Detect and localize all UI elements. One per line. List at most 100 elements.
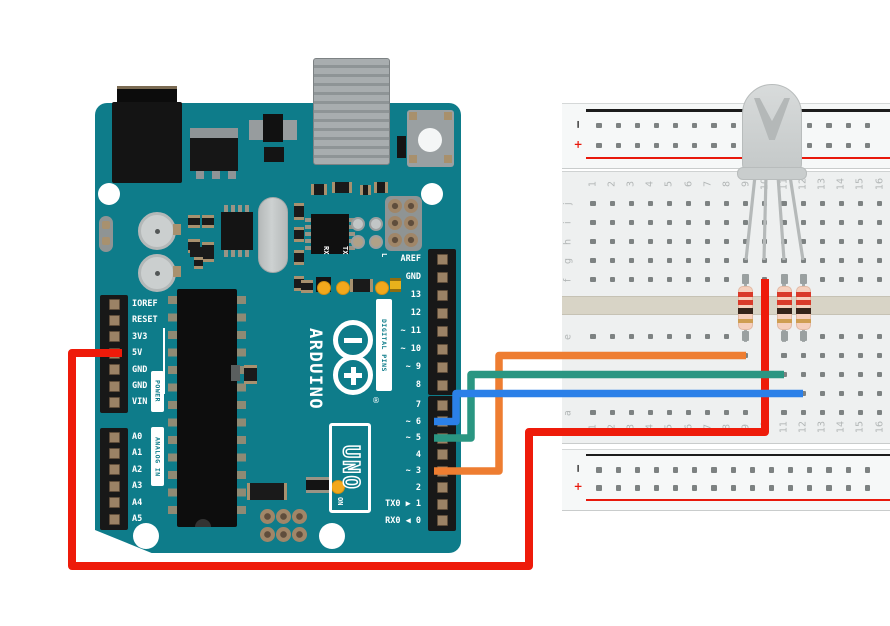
breadboard-hole[interactable]: [876, 390, 883, 397]
rail-hole[interactable]: [634, 122, 640, 129]
breadboard-hole[interactable]: [628, 238, 634, 245]
breadboard-hole[interactable]: [666, 219, 672, 226]
breadboard-hole[interactable]: [838, 276, 844, 283]
breadboard-hole[interactable]: [819, 333, 825, 340]
breadboard-hole[interactable]: [819, 390, 825, 397]
breadboard-hole[interactable]: [857, 390, 863, 397]
rail-hole[interactable]: [768, 485, 774, 491]
rail-hole[interactable]: [653, 122, 659, 129]
breadboard-hole[interactable]: [876, 352, 883, 359]
rail-hole[interactable]: [845, 467, 851, 473]
breadboard-hole[interactable]: [857, 333, 863, 340]
breadboard-hole[interactable]: [590, 200, 596, 207]
breadboard-hole[interactable]: [781, 219, 787, 226]
breadboard-hole[interactable]: [800, 200, 806, 207]
breadboard-hole[interactable]: [819, 219, 825, 226]
reset-button-cap[interactable]: [418, 128, 442, 152]
rail-hole[interactable]: [806, 142, 813, 149]
rail-hole[interactable]: [826, 485, 832, 491]
rail-hole[interactable]: [615, 142, 621, 149]
rail-hole[interactable]: [672, 142, 678, 149]
icsp-pin[interactable]: [388, 216, 402, 230]
breadboard-hole[interactable]: [838, 333, 844, 340]
breadboard-hole[interactable]: [647, 219, 653, 226]
breadboard-hole[interactable]: [781, 352, 787, 359]
breadboard-hole[interactable]: [800, 371, 806, 378]
breadboard-hole[interactable]: [838, 390, 844, 397]
rail-hole[interactable]: [864, 122, 870, 129]
breadboard-hole[interactable]: [876, 333, 883, 340]
breadboard-hole[interactable]: [857, 409, 863, 416]
rail-hole[interactable]: [806, 467, 813, 473]
breadboard-hole[interactable]: [838, 257, 844, 264]
breadboard-hole[interactable]: [857, 257, 863, 264]
rail-hole[interactable]: [787, 467, 793, 473]
breadboard-hole[interactable]: [609, 238, 615, 245]
breadboard-hole[interactable]: [628, 257, 634, 264]
rail-hole[interactable]: [711, 142, 717, 149]
breadboard-hole[interactable]: [857, 276, 863, 283]
icsp-pin[interactable]: [404, 233, 418, 247]
breadboard-hole[interactable]: [781, 257, 787, 264]
breadboard-hole[interactable]: [800, 409, 806, 416]
breadboard-hole[interactable]: [590, 238, 596, 245]
breadboard-hole[interactable]: [762, 257, 768, 264]
breadboard-hole[interactable]: [800, 238, 806, 245]
rail-hole[interactable]: [730, 142, 736, 149]
breadboard-hole[interactable]: [857, 219, 863, 226]
breadboard-hole[interactable]: [609, 257, 615, 264]
breadboard-hole[interactable]: [685, 238, 692, 245]
breadboard-hole[interactable]: [857, 238, 863, 245]
breadboard-hole[interactable]: [743, 257, 749, 264]
breadboard-hole[interactable]: [838, 200, 844, 207]
rail-hole[interactable]: [845, 485, 851, 491]
rail-hole[interactable]: [826, 122, 832, 129]
breadboard-hole[interactable]: [838, 219, 844, 226]
header-pin[interactable]: [436, 253, 448, 265]
breadboard-hole[interactable]: [800, 390, 806, 397]
rail-hole[interactable]: [864, 485, 870, 491]
breadboard-hole[interactable]: [666, 257, 672, 264]
breadboard-hole[interactable]: [647, 238, 653, 245]
rail-hole[interactable]: [634, 142, 640, 149]
breadboard-hole[interactable]: [800, 219, 806, 226]
breadboard-hole[interactable]: [819, 200, 825, 207]
breadboard-hole[interactable]: [724, 219, 730, 226]
breadboard-hole[interactable]: [876, 238, 883, 245]
breadboard-hole[interactable]: [743, 219, 749, 226]
icsp-pin[interactable]: [404, 199, 418, 213]
breadboard-hole[interactable]: [876, 200, 883, 207]
breadboard-hole[interactable]: [857, 371, 863, 378]
breadboard-hole[interactable]: [705, 238, 711, 245]
breadboard-hole[interactable]: [666, 238, 672, 245]
breadboard-hole[interactable]: [857, 352, 863, 359]
rail-hole[interactable]: [711, 122, 717, 129]
breadboard-hole[interactable]: [666, 200, 672, 207]
breadboard-hole[interactable]: [685, 200, 692, 207]
icsp-pin[interactable]: [404, 216, 418, 230]
breadboard-hole[interactable]: [800, 352, 806, 359]
breadboard-hole[interactable]: [628, 219, 634, 226]
breadboard-hole[interactable]: [609, 200, 615, 207]
breadboard-hole[interactable]: [705, 200, 711, 207]
breadboard-hole[interactable]: [838, 409, 844, 416]
rail-hole[interactable]: [768, 467, 774, 473]
rail-hole[interactable]: [864, 467, 870, 473]
breadboard-hole[interactable]: [685, 219, 692, 226]
breadboard-hole[interactable]: [705, 257, 711, 264]
breadboard-hole[interactable]: [819, 257, 825, 264]
breadboard-hole[interactable]: [800, 257, 806, 264]
rail-hole[interactable]: [787, 485, 793, 491]
breadboard-hole[interactable]: [647, 200, 653, 207]
rail-hole[interactable]: [653, 142, 659, 149]
icsp-pin[interactable]: [388, 199, 402, 213]
breadboard-hole[interactable]: [628, 200, 634, 207]
rail-hole[interactable]: [806, 122, 813, 129]
rail-hole[interactable]: [864, 142, 870, 149]
breadboard-hole[interactable]: [838, 371, 844, 378]
rail-hole[interactable]: [691, 142, 698, 149]
breadboard-hole[interactable]: [838, 352, 844, 359]
breadboard-hole[interactable]: [819, 276, 825, 283]
breadboard-hole[interactable]: [819, 238, 825, 245]
breadboard-hole[interactable]: [685, 257, 692, 264]
